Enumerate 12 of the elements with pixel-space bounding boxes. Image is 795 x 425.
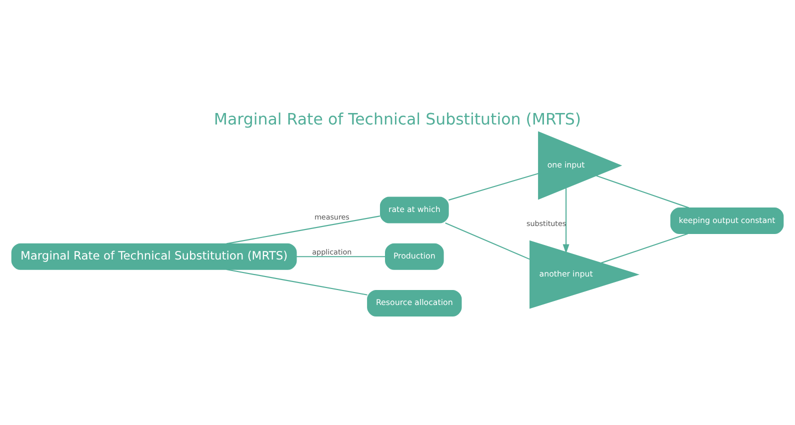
connector: [601, 233, 688, 264]
connector: [445, 222, 530, 260]
diagram-title: Marginal Rate of Technical Substitution (MRTS): [214, 109, 582, 128]
edge-label: measures: [314, 212, 350, 222]
edge-label: application: [312, 247, 352, 256]
connector: [226, 216, 380, 244]
arrow: [562, 188, 570, 254]
connector: [596, 175, 690, 208]
node-box: Marginal Rate of Technical Substitution (MRTS): [11, 243, 297, 270]
connector: [226, 269, 368, 296]
connector: [296, 256, 386, 258]
connector: [448, 172, 539, 201]
